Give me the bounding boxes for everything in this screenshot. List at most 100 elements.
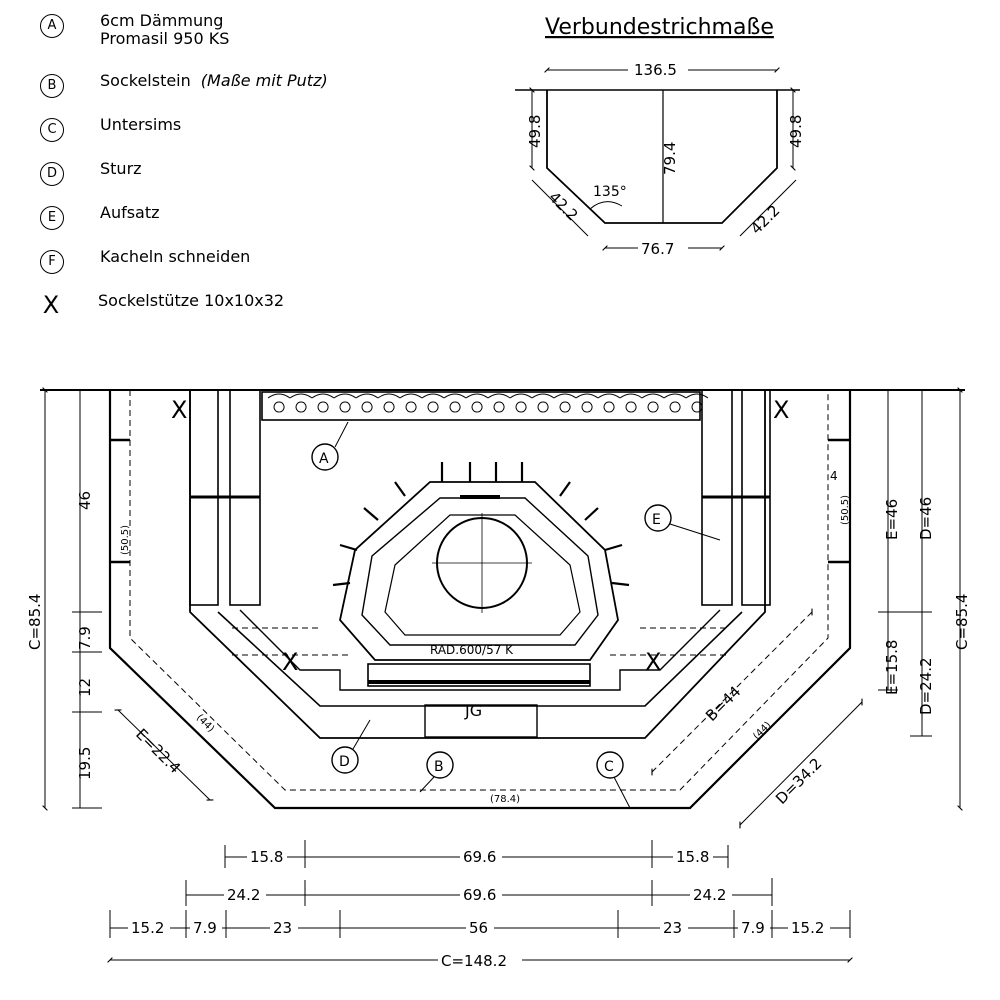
legend-note: (Maße mit Putz) (200, 71, 328, 90)
insulation-wave (619, 393, 643, 413)
insulation-wave (289, 393, 313, 413)
legend-marker: E (40, 206, 64, 230)
insulation-wave (267, 393, 291, 413)
legend-line-wrap: Sockelstein (Maße mit Putz) (100, 72, 328, 90)
svg-text:E: E (652, 512, 661, 528)
inset-dim-right-diag (739, 179, 797, 237)
callout-c: C (596, 751, 631, 809)
insulation-wave (333, 393, 357, 413)
legend-line: Untersims (100, 115, 182, 134)
legend-item-e: E Aufsatz (40, 204, 160, 230)
dim-right-b-label: B=44 (702, 682, 744, 724)
firebox-rib (339, 543, 358, 552)
legend-line: Promasil 950 KS (100, 29, 230, 48)
dim-right-d46: D=46 (917, 497, 935, 540)
legend-line: Aufsatz (100, 203, 160, 222)
insulation-wave (443, 393, 467, 413)
firebox-mid (361, 497, 599, 646)
firebox-rib (604, 543, 623, 552)
dashed-contour (129, 390, 829, 791)
inset-left-diag-value: 42.2 (545, 188, 581, 224)
bottom-r3-c5: 7.9 (741, 919, 765, 937)
insulation-wave (663, 393, 687, 413)
svg-text:B: B (434, 759, 444, 775)
callout-a: A (311, 421, 349, 471)
legend-line: Sockelstein (100, 71, 191, 90)
dim-left-diag (114, 709, 214, 801)
insulation-wave (421, 393, 445, 413)
inset-angle-value: 135° (593, 184, 627, 200)
inset-angle-arc (589, 201, 623, 210)
legend-text: Untersims (100, 116, 181, 134)
legend-line: Kacheln schneiden (100, 247, 251, 266)
legend-item-f: F Kacheln schneiden (40, 248, 250, 274)
insulation-wave (553, 393, 577, 413)
mark-bottom: (78.4) (490, 794, 520, 805)
legend-marker: B (40, 74, 64, 98)
insulation-wave (685, 393, 709, 413)
bottom-dim-row-3: 15.2 7.9 23 56 23 7.9 15.2 (109, 910, 851, 938)
mark-left-top: (50.5) (120, 525, 131, 555)
mark-right-four: 4 (830, 469, 838, 483)
callout-d: D (331, 719, 371, 774)
bottom-r3-c2: 23 (273, 919, 292, 937)
bottom-r1-c0: 15.8 (250, 848, 283, 866)
legend-line: Sockelstütze 10x10x32 (98, 291, 285, 310)
callout-e: E (644, 504, 721, 541)
firebox-ribs (332, 462, 630, 587)
insulation-wave (355, 393, 379, 413)
legend-marker: D (40, 162, 64, 186)
bottom-r1-c1: 69.6 (463, 848, 496, 866)
bottom-r3-c6: 15.2 (791, 919, 824, 937)
bottom-r2-c0: 24.2 (227, 886, 260, 904)
bottom-r3-c0: 15.2 (131, 919, 164, 937)
bottom-r2-c1: 69.6 (463, 886, 496, 904)
main-plan: RAD.600/57 K JG X X X X A E D B (26, 387, 971, 970)
dim-left-12: 12 (76, 678, 94, 697)
legend-item-c: C Untersims (40, 116, 181, 142)
dim-left-total-label: C=85.4 (26, 594, 44, 650)
legend-item-x: X Sockelstütze 10x10x32 (40, 291, 285, 319)
inset-right-value: 49.8 (787, 115, 805, 148)
support-marker-right: X (773, 396, 789, 424)
legend-item-b: B Sockelstein (Maße mit Putz) (40, 72, 328, 98)
legend-line: Sturz (100, 159, 142, 178)
legend-line: 6cm Dämmung (100, 11, 224, 30)
inset-left-value: 49.8 (526, 115, 544, 148)
legend-marker: C (40, 118, 64, 142)
bottom-r1-c2: 15.8 (676, 848, 709, 866)
insulation-wave (399, 393, 423, 413)
firebox-rib (611, 581, 630, 587)
svg-text:D: D (339, 754, 350, 770)
bottom-dim-total: C=148.2 (107, 950, 853, 970)
inset-diagram: Verbundestrichmaße 136.5 49.8 49.8 79.4 … (515, 15, 805, 258)
insulation-band (261, 391, 701, 421)
fire-label: JG (464, 701, 482, 720)
insulation-wave (575, 393, 599, 413)
inset-depth-value: 79.4 (661, 142, 679, 175)
dim-right-e46: E=46 (883, 499, 901, 540)
support-marker-left: X (171, 396, 187, 424)
legend-marker: F (40, 250, 64, 274)
firebox-inner (384, 514, 581, 636)
insulation-wave (641, 393, 665, 413)
firebox-outer (339, 481, 619, 661)
bottom-total-label: C=148.2 (441, 952, 507, 970)
insulation-wave (311, 393, 335, 413)
svg-text:C: C (604, 759, 614, 775)
dim-left-195: 19.5 (76, 747, 94, 780)
firebox-rib (332, 581, 351, 587)
radiator-base (367, 663, 591, 687)
inset-title: Verbundestrichmaße (545, 15, 774, 40)
insulation-pattern (267, 393, 709, 413)
callout-b: B (419, 751, 454, 793)
legend-marker: X (42, 291, 60, 319)
firebox-rib (559, 481, 571, 497)
dim-right-b (651, 608, 813, 776)
insulation-wave (509, 393, 533, 413)
dim-left-diag-label: E=22.4 (132, 725, 184, 777)
bottom-dim-row-1: 15.8 69.6 15.8 (224, 840, 729, 868)
outer-contour (108, 390, 852, 810)
insulation-wave (597, 393, 621, 413)
